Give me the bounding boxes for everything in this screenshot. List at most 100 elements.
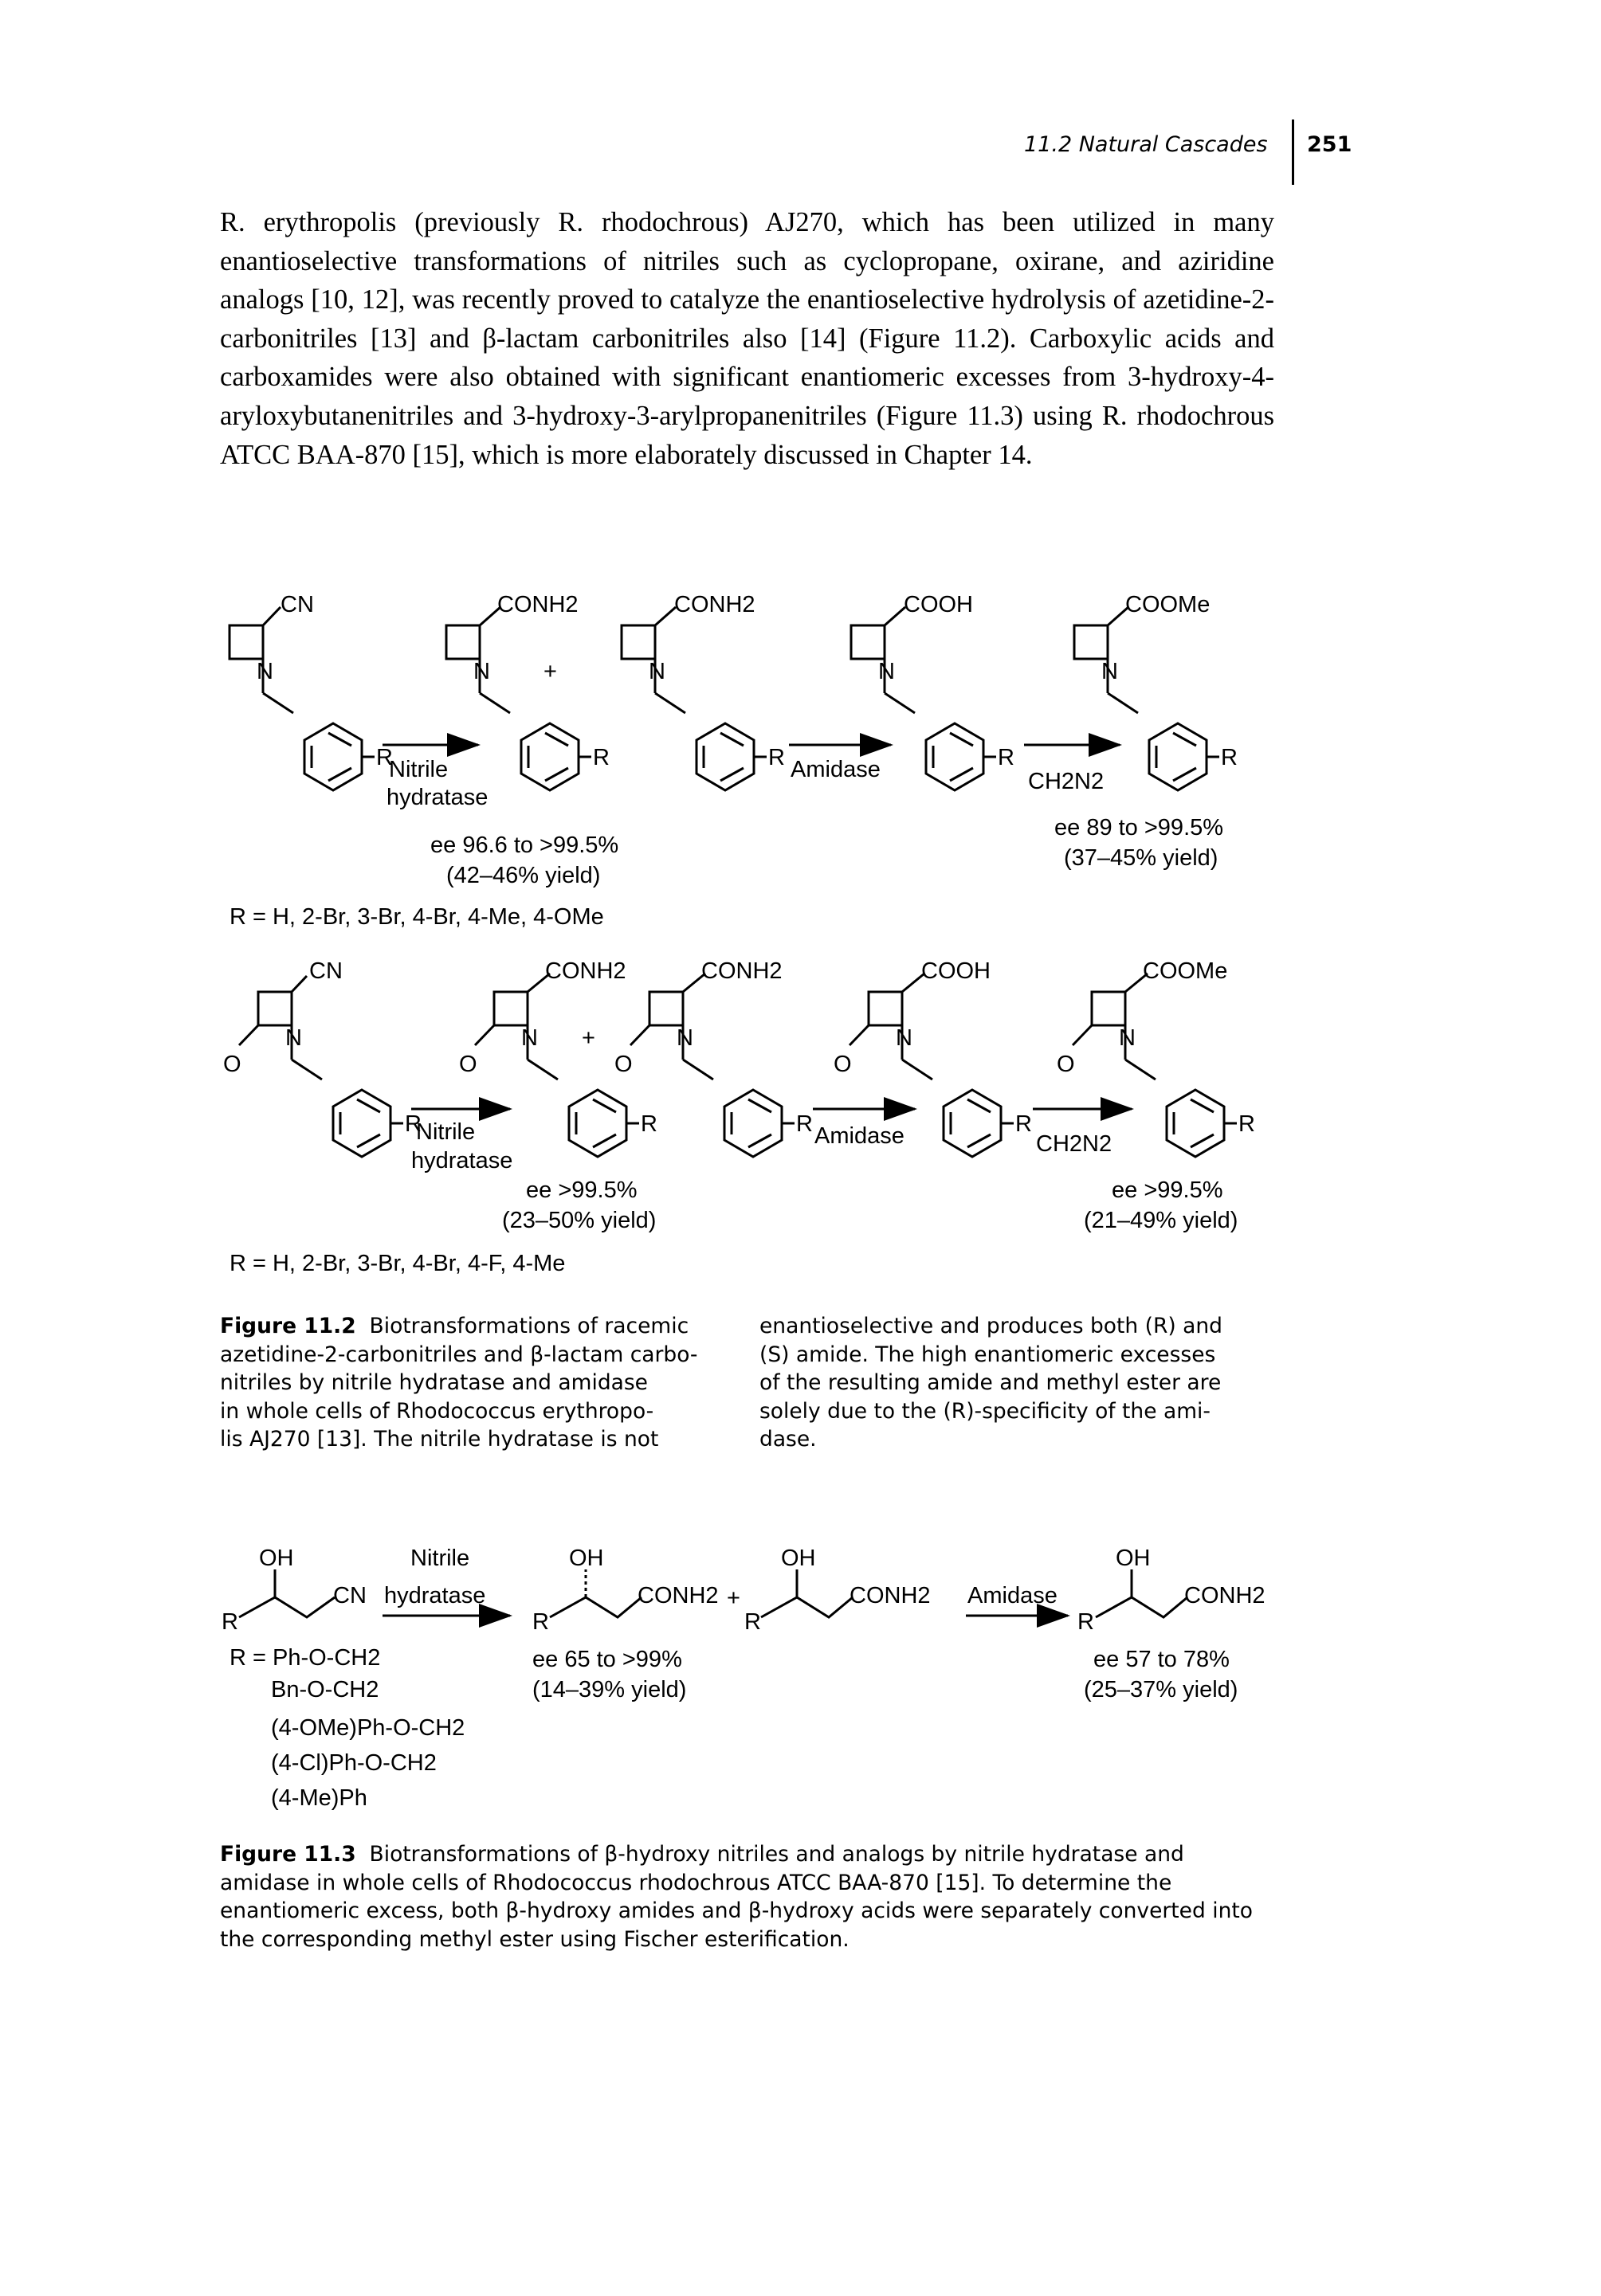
r1-ee-right: ee 89 to >99.5% [1054,815,1223,840]
r2-plus: + [582,1025,595,1051]
r1-s4-r: R [998,745,1014,770]
r2-s1-r: R [405,1111,422,1137]
r1-s4-substituent: COOH [904,592,973,617]
r2-arrow3-label: CH2N2 [1036,1131,1112,1157]
r2-s3-substituent: CONH2 [701,958,783,984]
caption-right-line-3: of the resulting amide and methyl ester … [759,1370,1222,1395]
row1-labels: CN N R CONH2 N R + CONH2 N R COOH N R CO… [230,592,1238,930]
r2-s2-substituent: CONH2 [545,958,626,984]
caption-right-line-5: dase. [759,1427,817,1452]
f3-r-list-5: (4-Me)Ph [271,1785,367,1811]
row2-structures [237,972,1237,1158]
caption-left-line-3: nitriles by nitrile hydratase and amidas… [220,1370,648,1395]
r1-s3-substituent: CONH2 [674,592,755,617]
f3-s1-r: R [222,1609,238,1635]
r2-s2-n: N [521,1025,538,1051]
f3-s3-r: R [744,1609,761,1635]
r2-s3-o: O [614,1052,633,1077]
f3-yield-mid: (14–39% yield) [532,1677,686,1702]
r1-s5-r: R [1221,745,1238,770]
r2-s1-substituent: CN [309,958,343,984]
r1-s1-n: N [257,659,273,684]
f3-s2-oh: OH [569,1546,604,1571]
r2-s5-substituent: COOMe [1143,958,1227,984]
caption-right-line-1: enantioselective and produces both (R) a… [759,1314,1222,1338]
r1-s1-r: R [376,745,393,770]
row1-structures [228,605,1219,792]
f3-s1-cn: CN [333,1583,367,1608]
r1-ee-left: ee 96.6 to >99.5% [430,833,618,858]
figure-11-2-caption-right: enantioselective and produces both (R) a… [759,1312,1269,1454]
r1-arrow2-label: Amidase [791,757,881,782]
f3-s4-oh: OH [1116,1546,1151,1571]
r2-s5-r: R [1238,1111,1255,1137]
r2-r-groups: R = H, 2-Br, 3-Br, 4-Br, 4-F, 4-Me [230,1251,565,1276]
r1-arrow1-bottom: hydratase [387,785,488,810]
body-paragraph: R. erythropolis (previously R. rhodochro… [220,207,1274,470]
f3-s1-oh: OH [259,1546,294,1571]
caption-right-line-4: solely due to the (R)-specificity of the… [759,1398,1211,1424]
f3-r-list-4: (4-Cl)Ph-O-CH2 [271,1750,437,1776]
r2-s2-o: O [459,1052,477,1077]
r1-arrow1-top: Nitrile [389,757,448,782]
r1-s5-n: N [1101,659,1118,684]
r2-s5-n: N [1119,1025,1136,1051]
r1-plus: + [543,659,557,684]
caption-left-line-5: lis AJ270 [13]. The nitrile hydratase is… [220,1427,659,1452]
figure-11-2-scheme: CN N R CONH2 N R + CONH2 N R COOH N R CO… [223,592,1255,1276]
f3-r-list-2: Bn-O-CH2 [271,1677,379,1702]
r1-r-groups: R = H, 2-Br, 3-Br, 4-Br, 4-Me, 4-OMe [230,904,604,930]
page-number: 251 [1307,132,1352,157]
r2-s2-r: R [641,1111,657,1137]
r2-ee-right: ee >99.5% [1112,1177,1222,1203]
f3-ee-mid: ee 65 to >99% [532,1647,682,1672]
figure-11-2-label: Figure 11.2 [220,1314,356,1338]
r1-s5-substituent: COOMe [1125,592,1210,617]
r1-s2-n: N [473,659,490,684]
r1-s1-substituent: CN [281,592,314,617]
f3-r-list-3: (4-OMe)Ph-O-CH2 [271,1715,465,1741]
caption-left-line-4: in whole cells of Rhodococcus erythropo- [220,1398,654,1424]
r1-s2-r: R [593,745,610,770]
f3-ee-right: ee 57 to 78% [1093,1647,1230,1672]
r2-ee-left: ee >99.5% [526,1177,637,1203]
f3-yield-right: (25–37% yield) [1084,1677,1238,1702]
figure-11-3-scheme: OH CN R Nitrile hydratase OH CONH2 R + O… [222,1546,1265,1811]
f3-s3-oh: OH [781,1546,816,1571]
r2-arrow2-label: Amidase [814,1123,904,1149]
r2-arrow1-top: Nitrile [416,1119,475,1145]
r1-s2-substituent: CONH2 [497,592,579,617]
r1-arrow3-label: CH2N2 [1028,769,1104,794]
r2-yield-left: (23–50% yield) [502,1208,656,1233]
header-divider [1292,120,1294,185]
r2-s4-n: N [896,1025,912,1051]
figure-11-2-caption-left: Figure 11.2 Biotransformations of racemi… [220,1312,730,1454]
f3-arrow2-label: Amidase [967,1583,1058,1608]
f3-plus: + [727,1585,740,1611]
r1-yield-right: (37–45% yield) [1064,845,1218,871]
f3-s2-conh2: CONH2 [638,1583,719,1608]
r2-s1-n: N [285,1025,302,1051]
r2-s3-r: R [796,1111,813,1137]
r2-arrow1-bottom: hydratase [411,1148,512,1173]
r1-s3-r: R [768,745,785,770]
row2-labels: CN O N R CONH2 O N R + CONH2 O N R COOH … [223,958,1255,1276]
f3-arrow1-top: Nitrile [410,1546,469,1571]
caption-left-line-2: azetidine-2-carbonitriles and β-lactam c… [220,1342,698,1367]
r2-s4-substituent: COOH [921,958,991,984]
figure-11-3-caption-text: Biotransformations of β-hydroxy nitriles… [220,1842,1253,1952]
caption-right-line-2: (S) amide. The high enantiomeric excesse… [759,1342,1216,1367]
r2-s4-o: O [834,1052,852,1077]
r1-yield-left: (42–46% yield) [446,863,600,888]
r2-s1-o: O [223,1052,241,1077]
running-header-section: 11.2 Natural Cascades [1024,132,1268,157]
f3-r-list-1: R = Ph-O-CH2 [230,1645,380,1671]
f3-s4-r: R [1077,1609,1094,1635]
caption-left-line-1: Biotransformations of racemic [369,1314,689,1338]
r1-s4-n: N [878,659,895,684]
r2-s4-r: R [1015,1111,1032,1137]
f3-s4-conh2: CONH2 [1184,1583,1265,1608]
r1-s3-n: N [649,659,665,684]
f3-s3-conh2: CONH2 [850,1583,931,1608]
r2-s5-o: O [1057,1052,1075,1077]
